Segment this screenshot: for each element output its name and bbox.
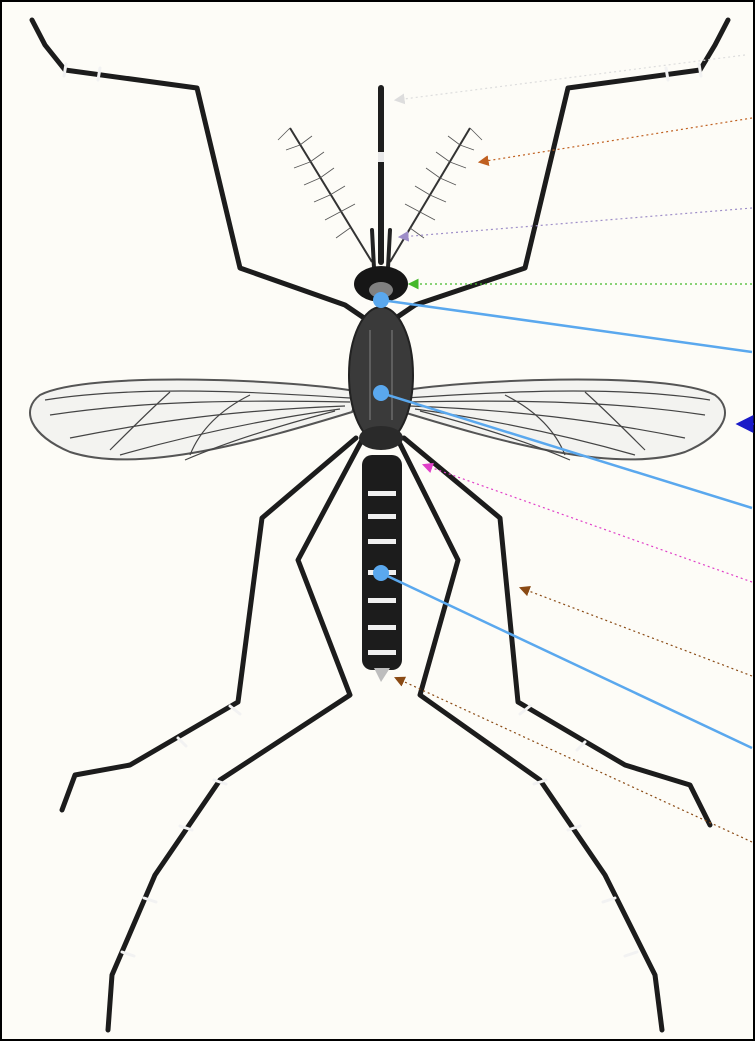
antenna-pointer — [480, 118, 752, 162]
left-wing — [30, 380, 360, 460]
hind-right-leg — [398, 440, 662, 1030]
thorax-marker-dot — [373, 385, 389, 401]
mid-right-leg — [404, 438, 710, 825]
front-left-leg — [32, 20, 370, 322]
mid-left-leg — [62, 438, 356, 810]
haltere-pointer — [424, 465, 752, 582]
thorax — [349, 307, 413, 450]
annotation-layer — [373, 55, 754, 842]
head-marker-dot — [373, 292, 389, 308]
leg-pointer — [521, 588, 752, 676]
cerci-pointer — [396, 678, 752, 842]
hind-left-leg — [108, 440, 362, 1030]
abdomen-marker-dot — [373, 565, 389, 581]
proboscis-pointer — [396, 55, 745, 100]
front-right-leg — [390, 20, 728, 322]
palp-pointer — [400, 208, 752, 237]
